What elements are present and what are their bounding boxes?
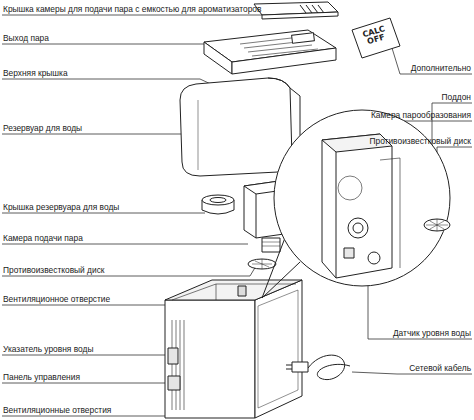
part-label: Датчик уровня воды bbox=[393, 328, 471, 338]
part-label: Противоизвестковый диск bbox=[3, 265, 105, 275]
top-cover bbox=[204, 30, 336, 74]
power-cable bbox=[286, 355, 350, 379]
anticalc-disk bbox=[248, 259, 276, 269]
part-label: Панель управления bbox=[3, 372, 80, 382]
part-label: Камера парообразования bbox=[371, 110, 471, 120]
part-label: Вентиляционное отверстие bbox=[3, 294, 110, 304]
part-label: Выход пара bbox=[3, 33, 49, 43]
calc-off-packet bbox=[352, 18, 400, 58]
humidifier-base bbox=[165, 280, 302, 418]
part-label: Дополнительно bbox=[411, 63, 471, 73]
part-label: Указатель уровня воды bbox=[3, 344, 93, 354]
part-label: Верхняя крышка bbox=[3, 68, 68, 78]
part-label: Крышка резервуара для воды bbox=[3, 202, 119, 212]
part-label: Камера подачи пара bbox=[3, 233, 83, 243]
part-label: Крышка камеры для подачи пара с емкостью… bbox=[3, 4, 261, 14]
spare-disk bbox=[424, 219, 450, 231]
part-label: Поддон bbox=[441, 92, 471, 102]
part-label: Сетевой кабель bbox=[409, 363, 471, 373]
aroma-lid bbox=[254, 2, 338, 19]
part-label: Противоизвестковый диск bbox=[369, 136, 471, 146]
part-label: Вентиляционные отверстия bbox=[3, 405, 111, 415]
reservoir-cap bbox=[202, 195, 234, 214]
part-label: Резервуар для воды bbox=[3, 123, 82, 133]
